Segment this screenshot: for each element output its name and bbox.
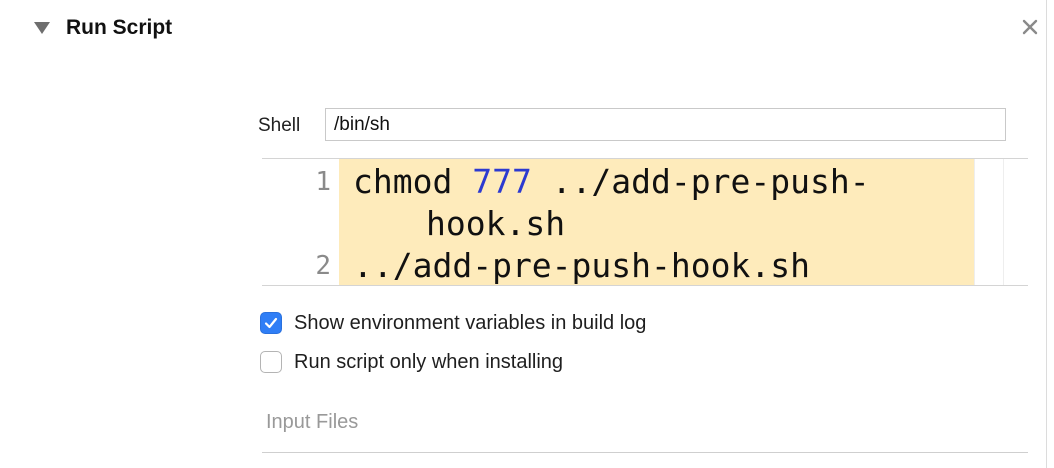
code-text-area[interactable]: chmod 777 ../add-pre-push- hook.sh ../ad…: [339, 159, 974, 285]
checkmark-icon: [264, 317, 278, 329]
input-files-header: Input Files: [266, 411, 359, 433]
code-token: ../add-pre-push-: [531, 162, 870, 201]
run-only-installing-option[interactable]: Run script only when installing: [260, 349, 563, 375]
code-line-2: ../add-pre-push-hook.sh: [353, 246, 810, 285]
show-env-vars-checkbox[interactable]: [260, 312, 282, 334]
triangle-down-icon[interactable]: [34, 22, 50, 34]
phase-title: Run Script: [66, 16, 173, 39]
shell-label: Shell: [258, 115, 301, 136]
code-line-1-wrapped: hook.sh: [426, 204, 566, 243]
editor-scrollbar[interactable]: [974, 159, 1004, 285]
code-number-token: 777: [472, 162, 532, 201]
code-token: chmod: [353, 162, 473, 201]
show-env-vars-label: Show environment variables in build log: [294, 312, 647, 334]
show-env-vars-option[interactable]: Show environment variables in build log: [260, 310, 646, 336]
run-only-installing-checkbox[interactable]: [260, 351, 282, 373]
shell-field[interactable]: [325, 108, 1006, 141]
close-icon[interactable]: [1019, 16, 1041, 38]
script-editor[interactable]: 1 2 chmod 777 ../add-pre-push- hook.sh .…: [262, 158, 1028, 286]
panel-divider: [1046, 0, 1047, 468]
line-number-gutter: 1 2: [262, 159, 339, 285]
section-divider: [262, 452, 1028, 453]
code-line-1: chmod 777 ../add-pre-push-: [353, 161, 870, 203]
run-only-installing-label: Run script only when installing: [294, 351, 564, 373]
line-number: 2: [315, 251, 331, 281]
line-number: 1: [315, 167, 331, 197]
